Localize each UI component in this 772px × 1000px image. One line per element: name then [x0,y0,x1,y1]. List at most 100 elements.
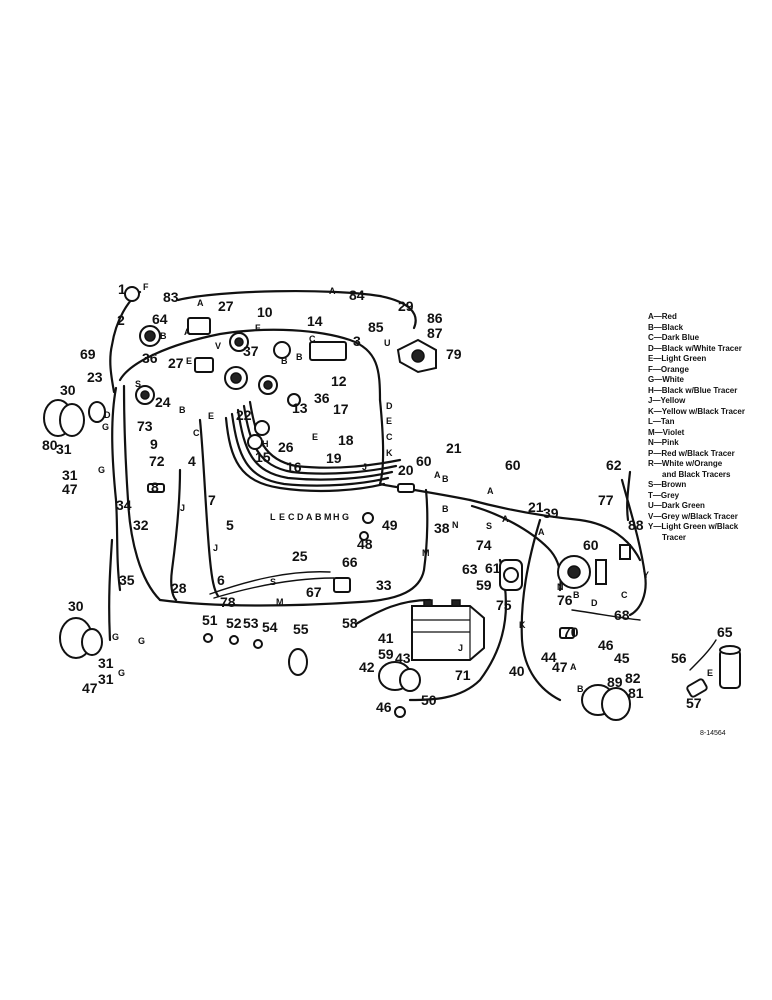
callout-2: 2 [117,312,125,328]
callout-71: 71 [455,667,471,683]
wire-label-K: K [519,620,526,630]
callout-51: 51 [202,612,218,628]
callout-17: 17 [333,401,349,417]
callout-58: 58 [342,615,358,631]
battery-59 [411,599,485,661]
legend-entry: Y—Light Green w/Black [648,522,739,531]
wire-label-S: S [135,379,141,389]
callout-31: 31 [98,671,114,687]
callout-33: 33 [376,577,392,593]
callout-89: 89 [607,674,623,690]
callout-53: 53 [243,615,259,631]
callout-13: 13 [292,400,308,416]
wire-label-B: B [577,684,584,694]
legend-entry: C—Dark Blue [648,333,700,342]
callout-25: 25 [292,548,308,564]
callout-34: 34 [116,497,132,513]
wire-label-E: E [312,432,318,442]
wire-label-M: M [276,597,284,607]
callout-36: 36 [314,390,330,406]
callout-59: 59 [476,577,492,593]
callout-72: 72 [149,453,165,469]
callout-52: 52 [226,615,242,631]
wire-label-B: B [442,504,449,514]
legend-entry: L—Tan [648,417,675,426]
callout-67: 67 [306,584,322,600]
callout-80: 80 [42,437,58,453]
callout-21: 21 [446,440,462,456]
callout-73: 73 [137,418,153,434]
callout-28: 28 [171,580,187,596]
callout-22: 22 [236,407,252,423]
callout-56: 56 [671,650,687,666]
callout-61: 61 [485,560,501,576]
callout-75: 75 [496,597,512,613]
callout-16: 16 [286,459,302,475]
wire-label-A: A [434,470,441,480]
legend-entry: Tracer [662,532,687,542]
wire-label-D: D [591,598,598,608]
callout-1: 1 [118,281,126,297]
callout-30: 30 [68,598,84,614]
callout-82: 82 [625,670,641,686]
small-connectors [124,286,631,718]
legend-entry: U—Dark Green [648,501,705,510]
callout-79: 79 [446,346,462,362]
callout-31: 31 [98,655,114,671]
wire-label-B: B [179,405,186,415]
callout-65: 65 [717,624,733,640]
callout-88: 88 [628,517,644,533]
callout-21: 21 [528,499,544,515]
callout-86: 86 [427,310,443,326]
wire-label-D: D [104,410,111,420]
callout-36: 36 [142,350,158,366]
callout-70: 70 [563,624,579,640]
legend-entry: M—Violet [648,427,685,437]
callout-45: 45 [614,650,630,666]
callout-47: 47 [552,659,568,675]
horn-79 [396,338,437,374]
wire-label-Y: Y [643,570,649,580]
callout-74: 74 [476,537,492,553]
legend-entry: J—Yellow [648,396,686,405]
callout-32: 32 [133,517,149,533]
legend-entry: H—Black w/Blue Tracer [648,385,738,395]
legend-entry: K—Yellow w/Black Tracer [648,406,745,416]
callout-35: 35 [119,572,135,588]
callout-57: 57 [686,695,702,711]
harness-code-L: L [270,512,276,522]
wire-label-A: A [502,514,509,524]
legend-entry: E—Light Green [648,354,707,363]
callout-81: 81 [628,685,644,701]
callout-41: 41 [378,630,394,646]
callout-78: 78 [220,594,236,610]
harness-code-H: H [333,512,340,522]
callout-66: 66 [342,554,358,570]
callout-40: 40 [509,663,525,679]
callout-12: 12 [331,373,347,389]
callout-54: 54 [262,619,278,635]
wire-label-C: C [193,428,200,438]
legend-entry: T—Grey [648,490,680,500]
wire-label-F: F [143,282,149,292]
headlight-lamps [43,399,106,659]
harness-code-G: G [342,512,349,522]
callout-49: 49 [382,517,398,533]
callout-46: 46 [376,699,392,715]
starter-motor-75 [499,559,523,591]
harness-code-D: D [297,512,304,522]
callout-5: 5 [226,517,234,533]
callout-83: 83 [163,289,179,305]
wire-label-J: J [213,543,218,553]
coil-65 [686,645,741,698]
callout-10: 10 [257,304,273,320]
wire-label-B: B [573,590,580,600]
callout-47: 47 [82,680,98,696]
callout-85: 85 [368,319,384,335]
harness-code-B: B [315,512,322,522]
legend-entry: P—Red w/Black Tracer [648,448,735,458]
legend-entry: V—Grey w/Black Tracer [648,511,738,521]
